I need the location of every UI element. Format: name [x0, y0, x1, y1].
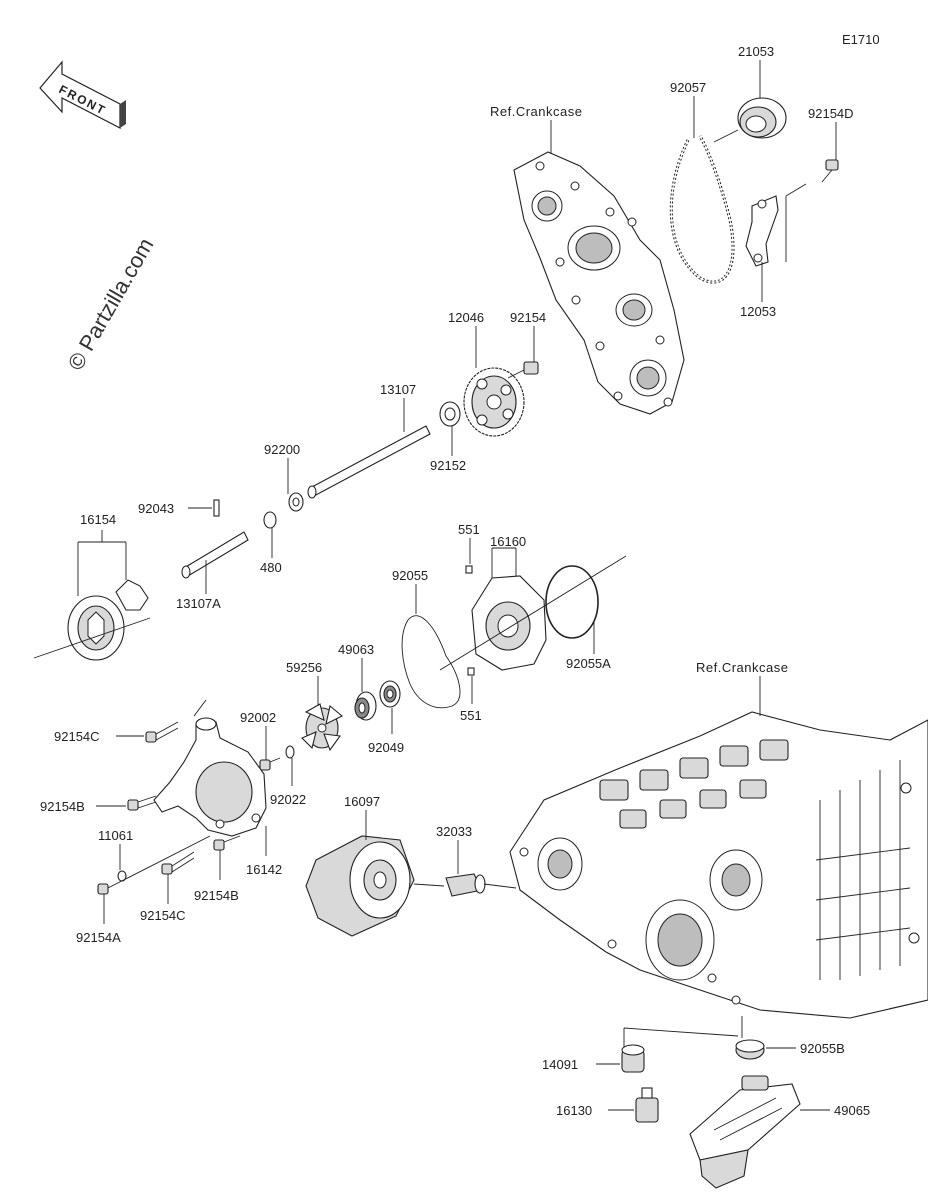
label-92154C-top: 92154C — [54, 729, 100, 744]
washer-92200 — [288, 492, 304, 512]
label-12053: 12053 — [740, 304, 776, 319]
timing-cover-plate — [513, 151, 685, 415]
label-16097: 16097 — [344, 794, 380, 809]
oil-seal — [379, 680, 401, 708]
diagram-code: E1710 — [842, 32, 880, 47]
label-92049: 92049 — [368, 740, 404, 755]
oil-strainer — [689, 1075, 801, 1189]
dowel-pin-551-top — [465, 565, 473, 574]
o-ring-92055A — [545, 565, 599, 639]
label-92002: 92002 — [240, 710, 276, 725]
water-pump-impeller — [301, 703, 343, 752]
label-92154B-bottom: 92154B — [194, 888, 239, 903]
gasket-92055 — [401, 615, 461, 709]
oil-pump-sprocket — [463, 367, 525, 437]
pin-92043 — [213, 499, 220, 517]
bolt-92002 — [259, 757, 281, 771]
label-16160: 16160 — [490, 534, 526, 549]
label-92154B-top: 92154B — [40, 799, 85, 814]
collar-92152 — [439, 401, 461, 427]
bolt-92154C-top — [145, 721, 179, 743]
oil-filter-fitting — [445, 873, 486, 897]
bolt-92154B-top — [127, 795, 157, 811]
label-92043: 92043 — [138, 501, 174, 516]
bolt-92154C-bottom — [161, 851, 195, 875]
pump-shaft — [307, 425, 431, 499]
watermark: © Partzilla.com — [63, 234, 159, 375]
oil-pump-rotors — [33, 579, 151, 661]
dowel-pin-551-bottom — [467, 667, 475, 676]
bolt-92154A — [97, 835, 211, 895]
label-92152: 92152 — [430, 458, 466, 473]
label-92055B: 92055B — [800, 1041, 845, 1056]
front-arrow-icon: FRONT — [39, 60, 126, 129]
oil-filter — [305, 835, 415, 937]
label-11061: 11061 — [98, 828, 133, 843]
bolt-92154D — [821, 159, 839, 183]
ref-crankcase-lower: Ref.Crankcase — [696, 660, 788, 675]
label-92154C-bottom: 92154C — [140, 908, 186, 923]
plug-14091 — [621, 1044, 645, 1073]
oil-pressure-switch — [635, 1087, 659, 1123]
circlip-480 — [263, 511, 277, 529]
oil-pump-cover — [439, 555, 627, 671]
washer-92022 — [285, 745, 295, 759]
label-16130: 16130 — [556, 1103, 592, 1118]
bolt-92154 — [507, 361, 539, 379]
label-21053: 21053 — [738, 44, 774, 59]
label-92022: 92022 — [270, 792, 306, 807]
o-ring-92055B — [735, 1039, 765, 1060]
label-92055: 92055 — [392, 568, 428, 583]
bolt-92154B-bottom — [213, 835, 241, 851]
label-12046: 12046 — [448, 310, 484, 325]
label-32033: 32033 — [436, 824, 472, 839]
label-92154: 92154 — [510, 310, 546, 325]
label-49065: 49065 — [834, 1103, 870, 1118]
label-92154D: 92154D — [808, 106, 854, 121]
label-551-bottom: 551 — [460, 708, 482, 723]
mechanical-seal — [354, 691, 377, 721]
label-92055A: 92055A — [566, 656, 611, 671]
label-551-top: 551 — [458, 522, 480, 537]
label-92200: 92200 — [264, 442, 300, 457]
label-16142: 16142 — [246, 862, 282, 877]
label-49063: 49063 — [338, 642, 374, 657]
label-13107A: 13107A — [176, 596, 221, 611]
lower-crankcase — [509, 711, 928, 1019]
label-13107: 13107 — [380, 382, 416, 397]
label-480: 480 — [260, 560, 282, 575]
pump-shaft-13107A — [181, 531, 249, 579]
label-16154: 16154 — [80, 512, 116, 527]
label-59256: 59256 — [286, 660, 322, 675]
cam-sprocket — [737, 97, 787, 139]
chain-guide — [745, 195, 779, 267]
label-92154A: 92154A — [76, 930, 121, 945]
ref-crankcase-upper: Ref.Crankcase — [490, 104, 582, 119]
label-92057: 92057 — [670, 80, 706, 95]
water-pump-housing — [153, 699, 267, 837]
label-14091: 14091 — [542, 1057, 578, 1072]
